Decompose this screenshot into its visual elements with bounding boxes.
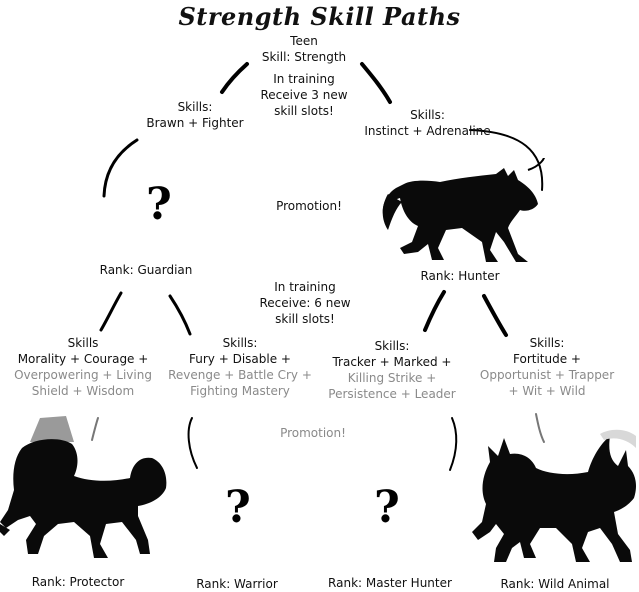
protector-wolf-icon xyxy=(0,416,167,558)
leaf-warrior-extra-1: Revenge + Battle Cry + xyxy=(168,368,312,382)
training2-line-2: Receive: 6 new xyxy=(259,296,351,310)
connector-protector xyxy=(91,417,99,441)
root-line-2: Skill: Strength xyxy=(261,50,347,64)
leaf-masterhunter-skills: Skills: Tracker + Marked + Killing Strik… xyxy=(320,338,464,402)
connector-masterhunter-arc xyxy=(449,417,458,471)
connector-guardian-right xyxy=(168,294,192,336)
connector-guardian-left xyxy=(99,291,123,332)
training1-line-3: skill slots! xyxy=(274,104,334,118)
promotion-label-1: Promotion! xyxy=(276,199,342,213)
leaf-protector-extra-2: Shield + Wisdom xyxy=(31,384,135,398)
leaf-masterhunter-core: Tracker + Marked + xyxy=(332,355,452,369)
connector-root-right xyxy=(360,62,392,104)
connector-hunter-right xyxy=(482,294,508,337)
unknown-masterhunter-icon: ? xyxy=(374,482,400,533)
training2-line-1: In training xyxy=(274,280,336,294)
leaf-protector-extra-1: Overpowering + Living xyxy=(14,368,152,382)
rank-wildanimal: Rank: Wild Animal xyxy=(500,577,610,591)
rank-warrior: Rank: Warrior xyxy=(196,577,278,591)
connector-root-left xyxy=(220,62,249,94)
leaf-masterhunter-extra-1: Killing Strike + xyxy=(347,371,437,385)
connector-wildanimal xyxy=(535,413,545,443)
branch-left-skills: Skills: Brawn + Fighter xyxy=(130,99,260,131)
wildanimal-wolf-icon xyxy=(472,429,636,562)
branch-right-skills: Skills: Instinct + Adrenaline xyxy=(355,107,500,139)
leaf-warrior-skills: Skills: Fury + Disable + Revenge + Battl… xyxy=(164,335,316,399)
leaf-wildanimal-label: Skills: xyxy=(529,336,565,350)
leaf-protector-skills: Skills Morality + Courage + Overpowering… xyxy=(4,335,162,399)
branch-left-label: Skills: xyxy=(177,100,213,114)
leaf-protector-label: Skills xyxy=(67,336,99,350)
leaf-warrior-label: Skills: xyxy=(222,336,258,350)
branch-right-skill-list: Instinct + Adrenaline xyxy=(364,124,491,138)
leaf-wildanimal-skills: Skills: Fortitude + Opportunist + Trappe… xyxy=(472,335,622,399)
hunter-wolf-icon xyxy=(382,158,545,262)
training1-line-1: In training xyxy=(273,72,335,86)
branch-left-skill-list: Brawn + Fighter xyxy=(146,116,244,130)
training-note-2: In training Receive: 6 new skill slots! xyxy=(250,279,360,327)
rank-hunter: Rank: Hunter xyxy=(420,269,500,283)
branch-right-label: Skills: xyxy=(410,108,445,122)
training2-line-3: skill slots! xyxy=(275,312,335,326)
connector-warrior-arc xyxy=(187,417,198,469)
root-node: Teen Skill: Strength xyxy=(252,33,356,65)
training-note-1: In training Receive 3 new skill slots! xyxy=(246,71,362,119)
training1-line-2: Receive 3 new xyxy=(260,88,348,102)
unknown-warrior-icon: ? xyxy=(225,482,251,533)
leaf-protector-core: Morality + Courage + xyxy=(17,352,149,366)
rank-masterhunter: Rank: Master Hunter xyxy=(328,576,452,590)
leaf-wildanimal-core: Fortitude + xyxy=(513,352,581,366)
connector-left-arc xyxy=(102,138,139,198)
root-line-1: Teen xyxy=(290,34,318,48)
leaf-warrior-core: Fury + Disable + xyxy=(189,352,291,366)
leaf-masterhunter-extra-2: Persistence + Leader xyxy=(328,387,456,401)
leaf-wildanimal-extra-2: + Wit + Wild xyxy=(508,384,586,398)
leaf-warrior-extra-2: Fighting Mastery xyxy=(190,384,290,398)
leaf-wildanimal-extra-1: Opportunist + Trapper xyxy=(479,368,615,382)
rank-guardian: Rank: Guardian xyxy=(99,263,193,277)
connector-hunter-left xyxy=(423,290,446,332)
unknown-guardian-icon: ? xyxy=(146,179,172,230)
rank-protector: Rank: Protector xyxy=(31,575,125,589)
connector-right-arc xyxy=(469,129,544,191)
leaf-masterhunter-label: Skills: xyxy=(374,339,410,353)
promotion-label-2: Promotion! xyxy=(280,426,346,440)
page-title: Strength Skill Paths xyxy=(178,2,461,31)
